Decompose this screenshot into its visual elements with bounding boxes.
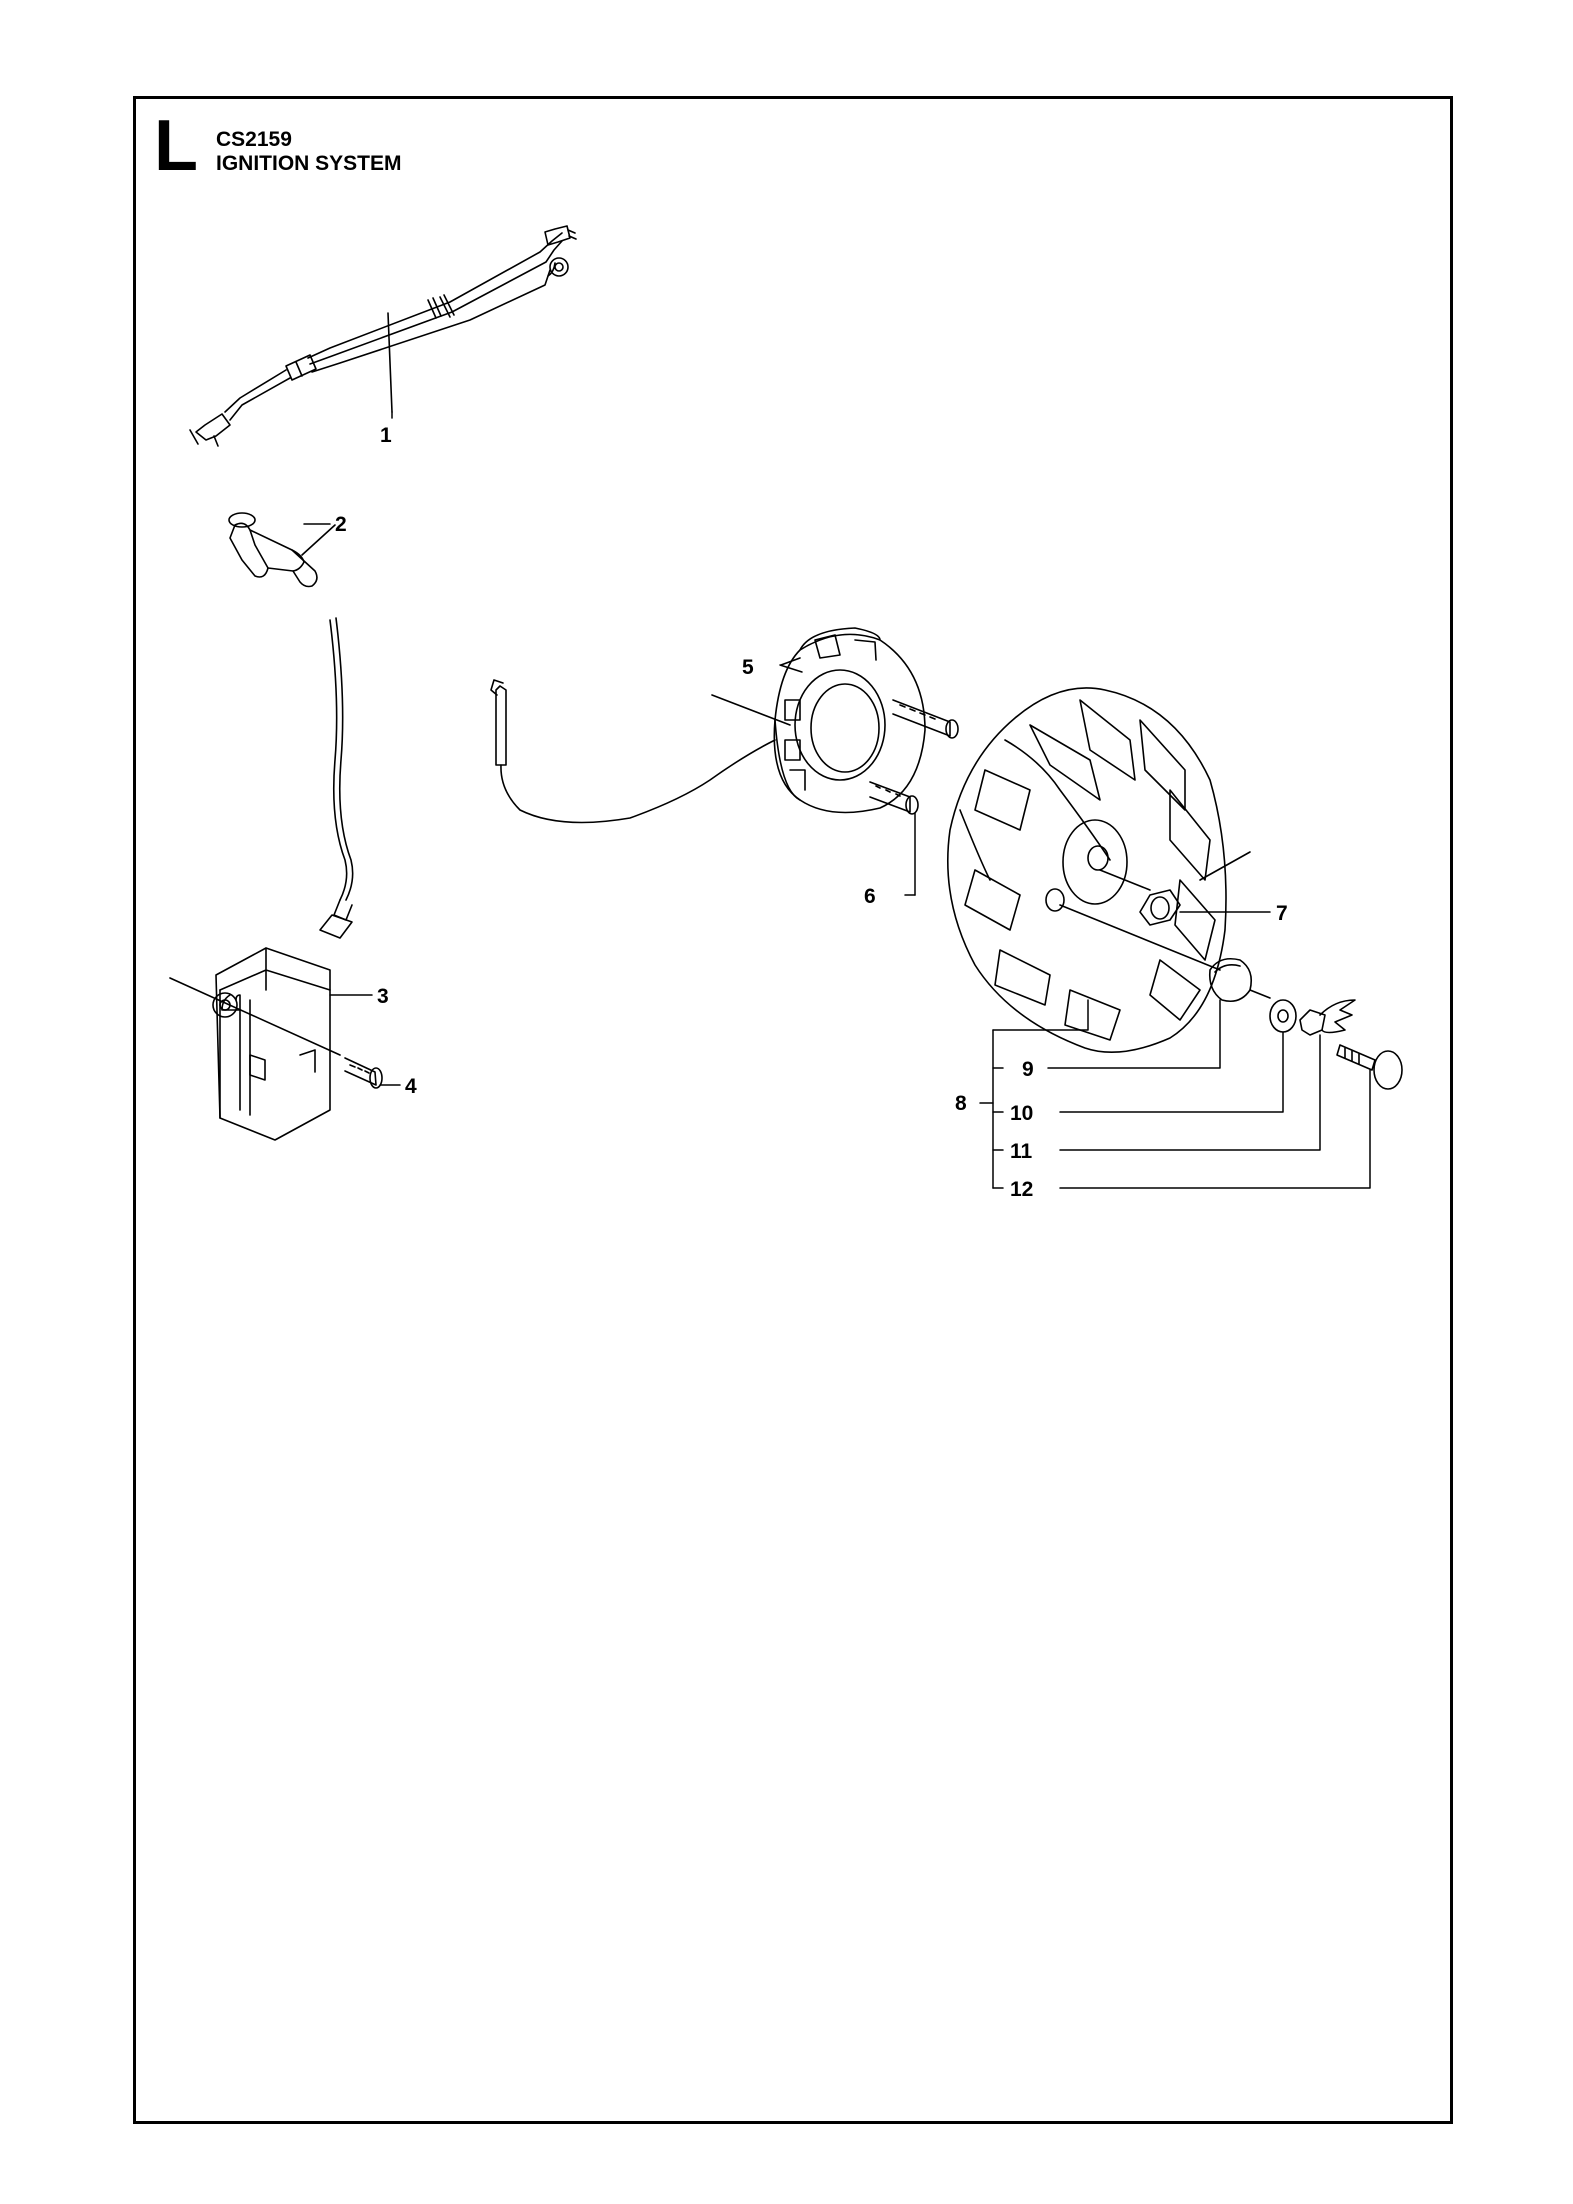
page-frame	[133, 96, 1453, 2124]
callout-4: 4	[405, 1075, 417, 1098]
callout-5: 5	[742, 656, 754, 679]
callout-9: 9	[1022, 1058, 1034, 1081]
callout-7: 7	[1276, 902, 1288, 925]
part-flywheel	[947, 687, 1251, 1053]
model-number: CS2159	[216, 128, 292, 151]
callout-11: 11	[1010, 1140, 1033, 1163]
section-letter: L	[154, 106, 198, 186]
callout-10: 10	[1010, 1102, 1033, 1125]
part-spark-plug-cap	[228, 512, 336, 588]
part-small-hardware	[1208, 957, 1403, 1090]
callout-3: 3	[377, 985, 389, 1008]
leader-lines	[303, 411, 1371, 1189]
callout-2: 2	[335, 513, 347, 536]
part-screws	[869, 699, 959, 815]
part-ignition-module	[169, 617, 354, 1141]
callout-12: 12	[1010, 1178, 1033, 1201]
part-collar-ring	[490, 627, 926, 824]
callout-numbers: 1 2 3 4 5 6 7 8 9 10 11 12	[335, 424, 1288, 1201]
callout-1: 1	[380, 424, 392, 447]
page-title: IGNITION SYSTEM	[216, 152, 402, 175]
part-wire-harness	[189, 225, 577, 447]
part-module-screw	[344, 1057, 383, 1089]
callout-6: 6	[864, 885, 876, 908]
callout-8: 8	[955, 1092, 967, 1115]
